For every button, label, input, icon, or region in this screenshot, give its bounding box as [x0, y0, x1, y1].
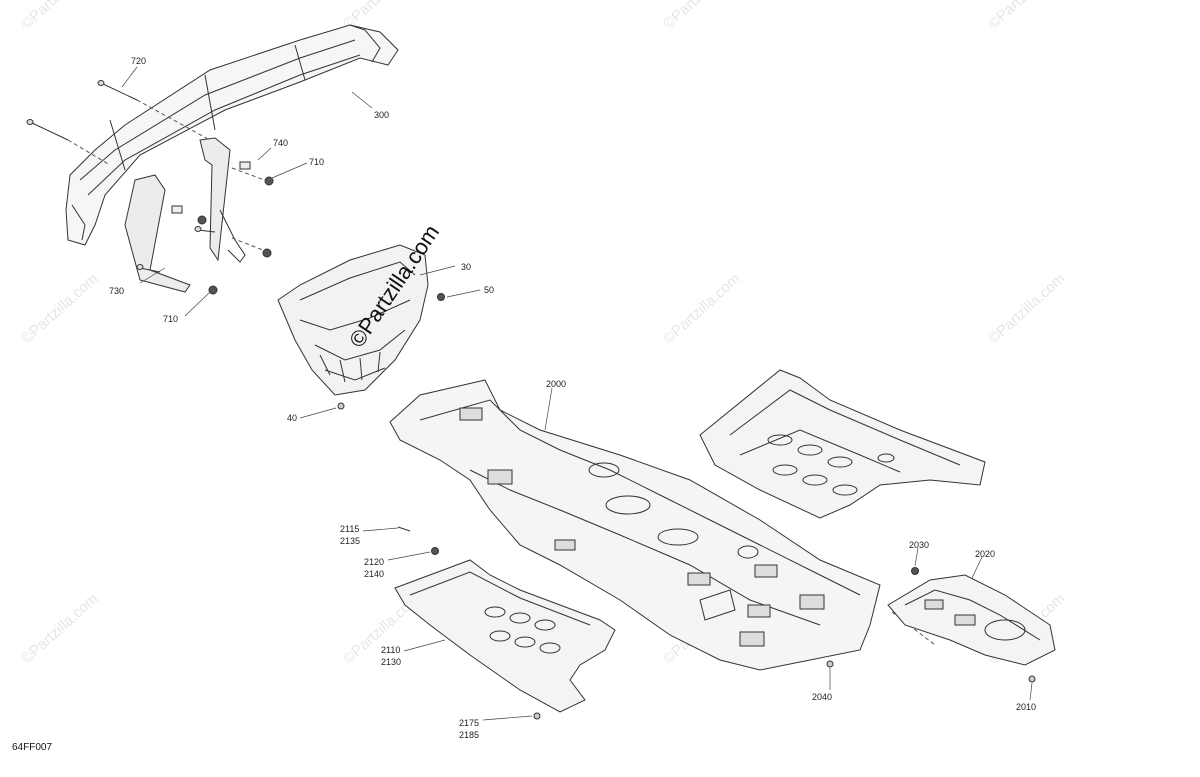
leader-lines: [121, 66, 1033, 721]
callout-2115[interactable]: 2115: [340, 524, 360, 534]
callout-2030[interactable]: 2030: [909, 540, 930, 550]
callout-2130[interactable]: 2130: [381, 657, 402, 667]
callout-40[interactable]: 40: [287, 413, 298, 423]
callout-2000[interactable]: 2000: [546, 379, 567, 389]
screw-2010: [1028, 675, 1036, 683]
callout-2040[interactable]: 2040: [812, 692, 833, 702]
front-bumper: [65, 24, 399, 293]
callout-2175[interactable]: 2175: [459, 718, 480, 728]
rear-skid-plate: [699, 369, 986, 519]
callout-2185[interactable]: 2185: [459, 730, 480, 740]
nut-2120: [431, 547, 439, 555]
bumper-fasteners: [26, 80, 274, 295]
callout-2010[interactable]: 2010: [1016, 702, 1037, 712]
left-rocker-plate: [394, 559, 616, 713]
right-rocker-plate: [887, 574, 1056, 666]
main-skid-plate: [389, 379, 881, 671]
callout-730[interactable]: 730: [109, 286, 125, 296]
callout-740[interactable]: 740: [273, 138, 289, 148]
callout-710-lower[interactable]: 710: [163, 314, 179, 324]
callout-2110[interactable]: 2110: [381, 645, 401, 655]
screw-40: [337, 402, 345, 410]
screw-2040: [826, 660, 834, 668]
callout-2140[interactable]: 2140: [364, 569, 385, 579]
nut-2030: [911, 567, 919, 575]
diagram-code: 64FF007: [12, 742, 53, 753]
front-skid-plate: [277, 244, 429, 396]
callout-710-upper[interactable]: 710: [309, 157, 325, 167]
callout-2120[interactable]: 2120: [364, 557, 385, 567]
callout-30[interactable]: 30: [461, 262, 472, 272]
nut-50: [437, 293, 445, 301]
callout-720[interactable]: 720: [131, 56, 147, 66]
screw-2175: [533, 712, 541, 720]
callout-50[interactable]: 50: [484, 285, 495, 295]
callout-2020[interactable]: 2020: [975, 549, 996, 559]
screw-2115: [397, 526, 411, 532]
callout-300[interactable]: 300: [374, 110, 390, 120]
callout-2135[interactable]: 2135: [340, 536, 361, 546]
